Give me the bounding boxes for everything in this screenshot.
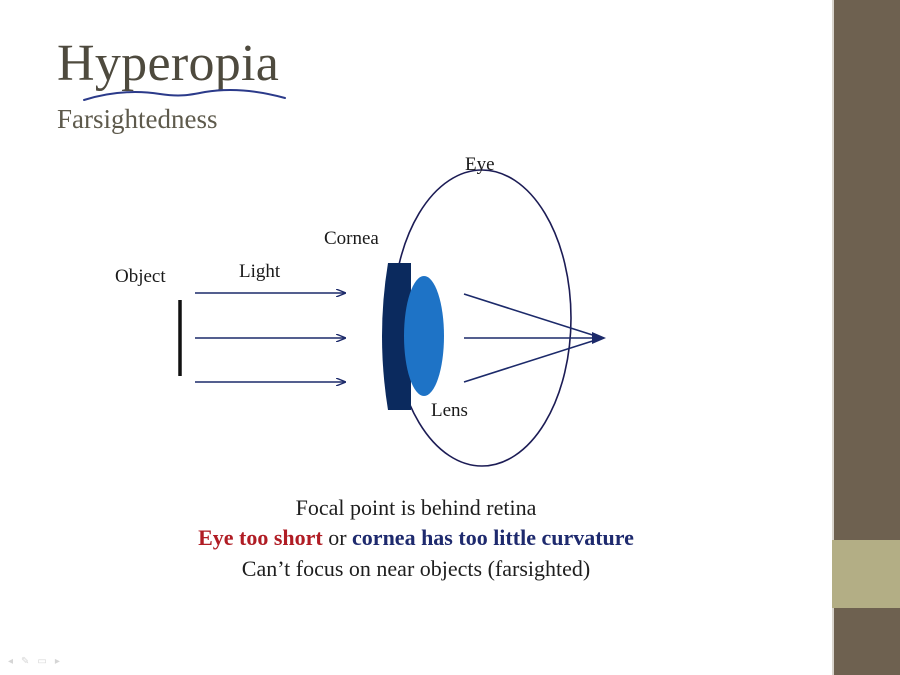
next-icon[interactable]: ▸ [54, 656, 60, 667]
cornea-shape [382, 263, 411, 410]
caption-causes: Eye too short or cornea has too little c… [0, 527, 832, 549]
slide-title: Hyperopia [57, 35, 280, 92]
refracted-ray-top [463, 293, 603, 339]
object-label: Object [115, 266, 166, 287]
refracted-ray-bottom [463, 337, 603, 383]
light-label: Light [239, 261, 281, 282]
pen-icon[interactable]: ✎ [21, 656, 30, 667]
eye-label: Eye [465, 154, 495, 175]
caption-effect: Can’t focus on near objects (farsighted) [241, 556, 591, 581]
cornea-label: Cornea [324, 228, 379, 249]
caption-cornea-curvature: cornea has too little curvature [352, 525, 634, 550]
menu-icon[interactable]: ▭ [37, 656, 47, 667]
title-underline-annotation [83, 89, 286, 101]
prev-icon[interactable]: ◂ [8, 656, 14, 667]
sidebar-accent-block [832, 540, 900, 608]
caption-or: or [322, 525, 353, 550]
slide-controls: ◂ ✎ ▭ ▸ [8, 656, 60, 667]
lens-shape [404, 276, 444, 396]
slide-subtitle: Farsightedness [57, 104, 218, 134]
lens-label: Lens [431, 400, 468, 421]
caption-focal-point: Focal point is behind retina [295, 495, 537, 520]
caption-eye-too-short: Eye too short [198, 525, 323, 550]
slide-canvas: Hyperopia Farsightedness Eye [0, 35, 832, 667]
hyperopia-diagram: Eye Cornea Object Light Lens [115, 154, 606, 467]
